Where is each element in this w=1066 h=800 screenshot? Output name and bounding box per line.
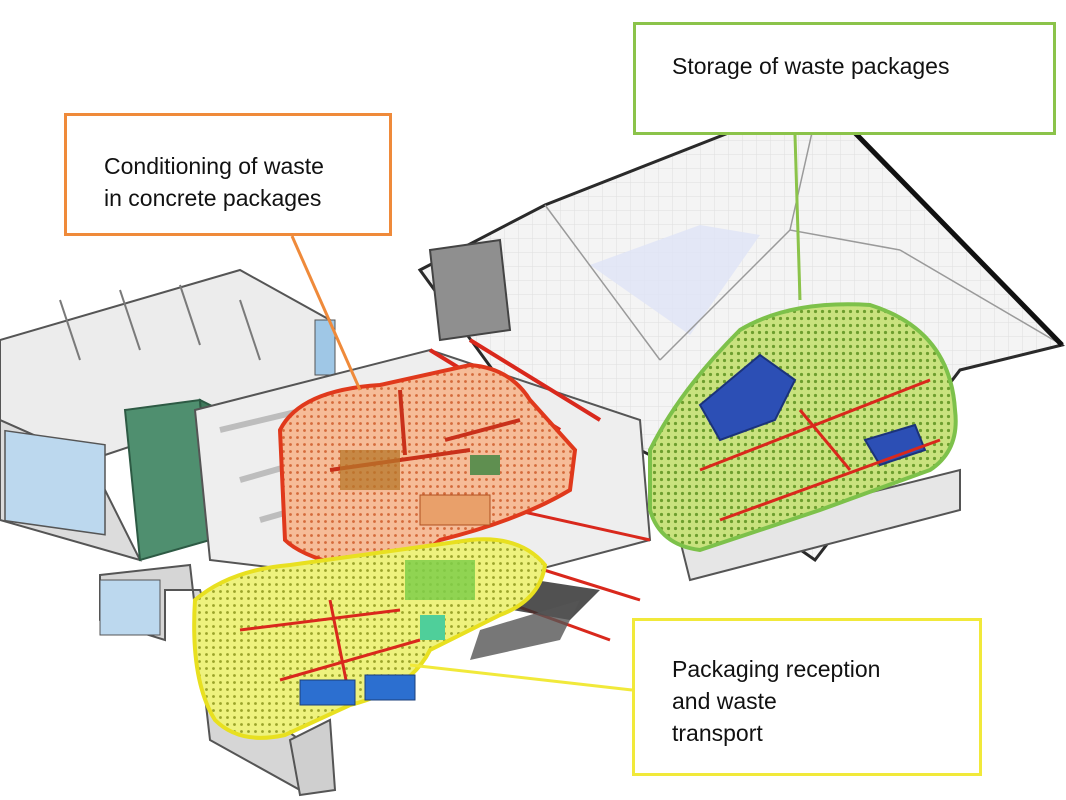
storage-callout-label: Storage of waste packages [672, 53, 950, 79]
packaging-callout-label: Packaging reception and waste transport [672, 656, 881, 746]
office-wing [0, 268, 336, 562]
conditioning-leader-line [290, 235, 362, 391]
storage-zone [648, 302, 958, 553]
conditioning-callout-label: Conditioning of waste in concrete packag… [104, 153, 324, 211]
storage-leader-line [793, 134, 802, 301]
storage-callout-box: Storage of waste packages [633, 22, 1056, 135]
packaging-zone [192, 537, 548, 740]
leader-lines [290, 134, 802, 692]
packaging-callout-box: Packaging reception and waste transport [632, 618, 982, 776]
conditioning-zone [277, 362, 578, 572]
packaging-leader-line [409, 663, 633, 692]
conditioning-callout-box: Conditioning of waste in concrete packag… [64, 113, 392, 236]
